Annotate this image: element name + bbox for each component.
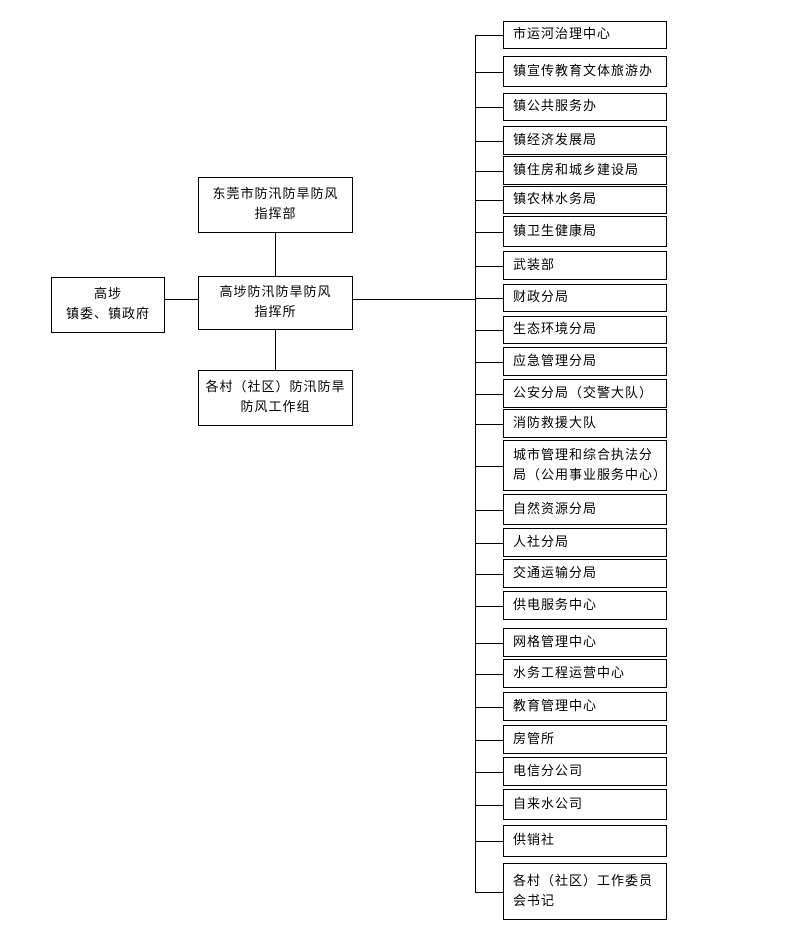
department-branch-line xyxy=(475,772,503,773)
department-branch-line xyxy=(475,466,503,467)
town-committee-line1: 高埗 xyxy=(93,287,122,302)
department-label: 水务工程运营中心 xyxy=(513,665,626,681)
town-command-post-line2: 指挥所 xyxy=(254,305,297,320)
connector-top-center xyxy=(275,233,276,276)
department-label-line2: 局（公用事业服务中心） xyxy=(513,467,668,483)
department-label: 市运河治理中心 xyxy=(513,27,612,42)
department-trunk-line xyxy=(475,36,476,892)
department-branch-line xyxy=(475,543,503,544)
department-box: 供电服务中心 xyxy=(503,591,667,620)
department-label: 交通运输分局 xyxy=(513,565,598,581)
town-command-post-line1: 高埗防汛防旱防风 xyxy=(219,285,332,300)
department-box: 镇经济发展局 xyxy=(503,126,667,155)
department-branch-line xyxy=(475,141,503,142)
department-label: 消防救援大队 xyxy=(513,415,598,431)
department-label: 应急管理分局 xyxy=(513,353,598,369)
department-branch-line xyxy=(475,35,503,36)
department-label: 武装部 xyxy=(513,257,556,273)
department-branch-line xyxy=(475,232,503,233)
department-label: 镇经济发展局 xyxy=(513,132,598,148)
department-label: 人社分局 xyxy=(513,534,570,550)
department-box: 镇农林水务局 xyxy=(503,186,667,214)
department-branch-line xyxy=(475,107,503,108)
department-branch-line xyxy=(475,674,503,675)
town-committee-box: 高埗 镇委、镇政府 xyxy=(51,277,165,333)
department-box: 镇卫生健康局 xyxy=(503,216,667,247)
department-branch-line xyxy=(475,330,503,331)
department-label: 自然资源分局 xyxy=(513,501,598,517)
department-label: 公安分局（交警大队） xyxy=(513,385,654,401)
village-workgroup-line2: 防风工作组 xyxy=(240,400,311,415)
department-branch-line xyxy=(475,266,503,267)
department-branch-line xyxy=(475,298,503,299)
department-box: 教育管理中心 xyxy=(503,692,667,721)
town-command-post-box: 高埗防汛防旱防风 指挥所 xyxy=(198,276,353,330)
department-box: 电信分公司 xyxy=(503,757,667,786)
village-workgroup-box: 各村（社区）防汛防旱 防风工作组 xyxy=(198,370,353,426)
department-branch-line xyxy=(475,606,503,607)
department-label-line2: 会书记 xyxy=(513,893,556,909)
department-branch-line xyxy=(475,510,503,511)
department-box: 市运河治理中心 xyxy=(503,21,667,49)
connector-center-bottom xyxy=(275,330,276,370)
department-box: 应急管理分局 xyxy=(503,347,667,376)
department-box: 生态环境分局 xyxy=(503,316,667,344)
department-branch-line xyxy=(475,574,503,575)
department-label: 房管所 xyxy=(513,731,556,747)
department-label: 镇农林水务局 xyxy=(513,192,598,207)
department-branch-line xyxy=(475,200,503,201)
department-box: 水务工程运营中心 xyxy=(503,659,667,688)
department-branch-line xyxy=(475,892,503,893)
department-box: 交通运输分局 xyxy=(503,559,667,588)
department-label: 生态环境分局 xyxy=(513,322,598,337)
city-command-box: 东莞市防汛防旱防风 指挥部 xyxy=(198,177,353,233)
department-label: 网格管理中心 xyxy=(513,634,598,650)
department-branch-line xyxy=(475,841,503,842)
department-box: 镇公共服务办 xyxy=(503,93,667,121)
department-label: 教育管理中心 xyxy=(513,698,598,714)
city-command-line2: 指挥部 xyxy=(254,207,297,222)
department-label: 自来水公司 xyxy=(513,796,584,812)
department-box: 各村（社区）工作委员会书记 xyxy=(503,863,667,920)
department-label: 电信分公司 xyxy=(513,763,584,779)
department-box: 人社分局 xyxy=(503,528,667,557)
village-workgroup-line1: 各村（社区）防汛防旱 xyxy=(205,380,346,395)
department-label: 各村（社区）工作委员 xyxy=(513,873,654,889)
department-box: 镇住房和城乡建设局 xyxy=(503,156,667,185)
department-label: 镇卫生健康局 xyxy=(513,223,598,239)
department-branch-line xyxy=(475,643,503,644)
town-committee-line2: 镇委、镇政府 xyxy=(65,307,150,322)
department-branch-line xyxy=(475,171,503,172)
department-branch-line xyxy=(475,424,503,425)
department-box: 武装部 xyxy=(503,251,667,280)
department-box: 自然资源分局 xyxy=(503,494,667,525)
department-box: 公安分局（交警大队） xyxy=(503,379,667,408)
department-label: 镇宣传教育文体旅游办 xyxy=(513,63,654,79)
department-branch-line xyxy=(475,72,503,73)
department-label: 镇住房和城乡建设局 xyxy=(513,162,640,178)
department-box: 自来水公司 xyxy=(503,789,667,820)
department-box: 城市管理和综合执法分局（公用事业服务中心） xyxy=(503,440,667,491)
department-branch-line xyxy=(475,707,503,708)
department-label: 城市管理和综合执法分 xyxy=(513,447,654,463)
connector-left-center xyxy=(165,299,198,300)
department-box: 网格管理中心 xyxy=(503,628,667,657)
department-label: 镇公共服务办 xyxy=(513,99,598,114)
department-box: 消防救援大队 xyxy=(503,409,667,438)
department-branch-line xyxy=(475,805,503,806)
connector-center-trunk xyxy=(353,299,476,300)
department-label: 供电服务中心 xyxy=(513,597,598,613)
city-command-line1: 东莞市防汛防旱防风 xyxy=(212,187,339,202)
department-branch-line xyxy=(475,362,503,363)
department-branch-line xyxy=(475,394,503,395)
department-label: 供销社 xyxy=(513,833,556,848)
department-box: 房管所 xyxy=(503,725,667,754)
department-box: 供销社 xyxy=(503,825,667,857)
department-box: 镇宣传教育文体旅游办 xyxy=(503,56,667,87)
department-box: 财政分局 xyxy=(503,284,667,312)
department-branch-line xyxy=(475,740,503,741)
department-label: 财政分局 xyxy=(513,290,570,305)
